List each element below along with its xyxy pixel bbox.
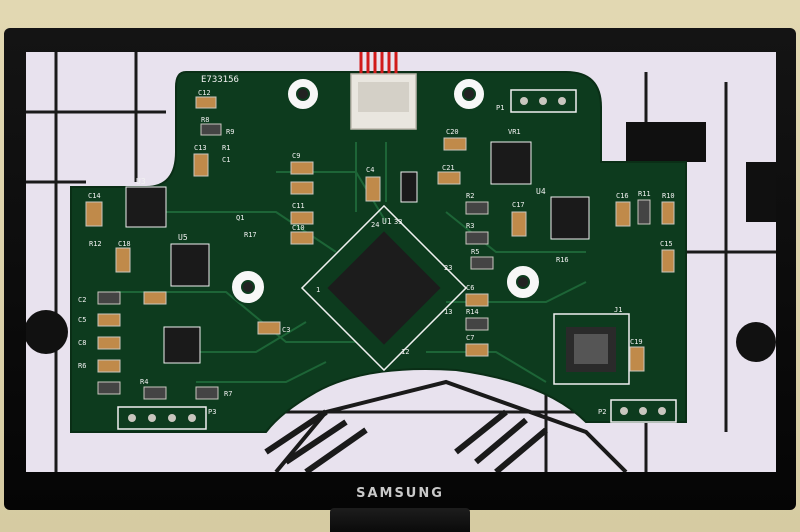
- label-r3: R3: [466, 222, 474, 230]
- label-c21: C21: [442, 164, 455, 172]
- label-c13: C13: [194, 144, 207, 152]
- monitor-brand-logo: SAMSUNG: [356, 486, 444, 501]
- monitor-screen: E733156 C12 R8 R9 C13 R1 C1 C14 R12 C18 …: [26, 52, 776, 472]
- label-r16: R16: [556, 256, 569, 264]
- monitor-stand: [330, 508, 470, 532]
- label-u5: U5: [178, 233, 188, 242]
- label-u1: U1: [382, 217, 392, 226]
- label-r6: R6: [78, 362, 86, 370]
- label-c20: C20: [446, 128, 459, 136]
- header-p3: [117, 406, 207, 430]
- label-r9: R9: [226, 128, 234, 136]
- label-c1: C1: [222, 156, 230, 164]
- ic-chips: [125, 141, 590, 364]
- board-serial: E733156: [201, 75, 239, 85]
- pcb-traces: [116, 142, 587, 383]
- smd-components: [85, 96, 675, 400]
- label-r5: R5: [471, 248, 479, 256]
- label-u3: U3: [136, 177, 146, 186]
- label-c12: C12: [198, 89, 211, 97]
- label-r12: R12: [89, 240, 102, 248]
- label-p1: P1: [496, 104, 504, 112]
- main-mcu-chip: [300, 204, 468, 372]
- label-c4: C4: [366, 166, 374, 174]
- label-c18: C18: [118, 240, 131, 248]
- silkscreen-labels: E733156 C12 R8 R9 C13 R1 C1 C14 R12 C18 …: [78, 75, 675, 416]
- label-c17: C17: [512, 201, 525, 209]
- label-vr1: VR1: [508, 128, 521, 136]
- socket-j1: [553, 313, 630, 385]
- mounting-holes: [230, 77, 541, 305]
- label-p2: P2: [598, 408, 606, 416]
- pin-13: 13: [444, 308, 452, 316]
- pcb-photo: E733156 C12 R8 R9 C13 R1 C1 C14 R12 C18 …: [26, 52, 776, 472]
- label-r11: R11: [638, 190, 651, 198]
- pin-12: 12: [401, 348, 409, 356]
- pin-24: 24: [371, 221, 379, 229]
- label-c8: C8: [78, 339, 86, 347]
- label-r17: R17: [244, 231, 257, 239]
- label-q1: Q1: [236, 214, 244, 222]
- label-c15: C15: [660, 240, 673, 248]
- label-c11: C11: [292, 202, 305, 210]
- label-r8: R8: [201, 116, 209, 124]
- pin-33: 33: [394, 218, 402, 226]
- header-p1: [510, 89, 577, 113]
- label-c6: C6: [466, 284, 474, 292]
- label-j1: J1: [614, 306, 622, 314]
- label-c10: C10: [292, 224, 305, 232]
- label-r4: R4: [140, 378, 148, 386]
- label-r10: R10: [662, 192, 675, 200]
- label-r7: R7: [224, 390, 232, 398]
- label-c2: C2: [78, 296, 86, 304]
- pin-23: 23: [444, 264, 452, 272]
- label-p3: P3: [208, 408, 216, 416]
- label-r2: R2: [466, 192, 474, 200]
- label-r14: R14: [466, 308, 479, 316]
- label-u4: U4: [536, 187, 546, 196]
- label-r1: R1: [222, 144, 230, 152]
- pin-1: 1: [316, 286, 320, 294]
- label-c7: C7: [466, 334, 474, 342]
- label-c16: C16: [616, 192, 629, 200]
- header-p2: [610, 399, 677, 423]
- label-c3: C3: [282, 326, 290, 334]
- label-c14: C14: [88, 192, 101, 200]
- wire-connector: [350, 52, 417, 130]
- label-c9: C9: [292, 152, 300, 160]
- label-c5: C5: [78, 316, 86, 324]
- label-c19: C19: [630, 338, 643, 346]
